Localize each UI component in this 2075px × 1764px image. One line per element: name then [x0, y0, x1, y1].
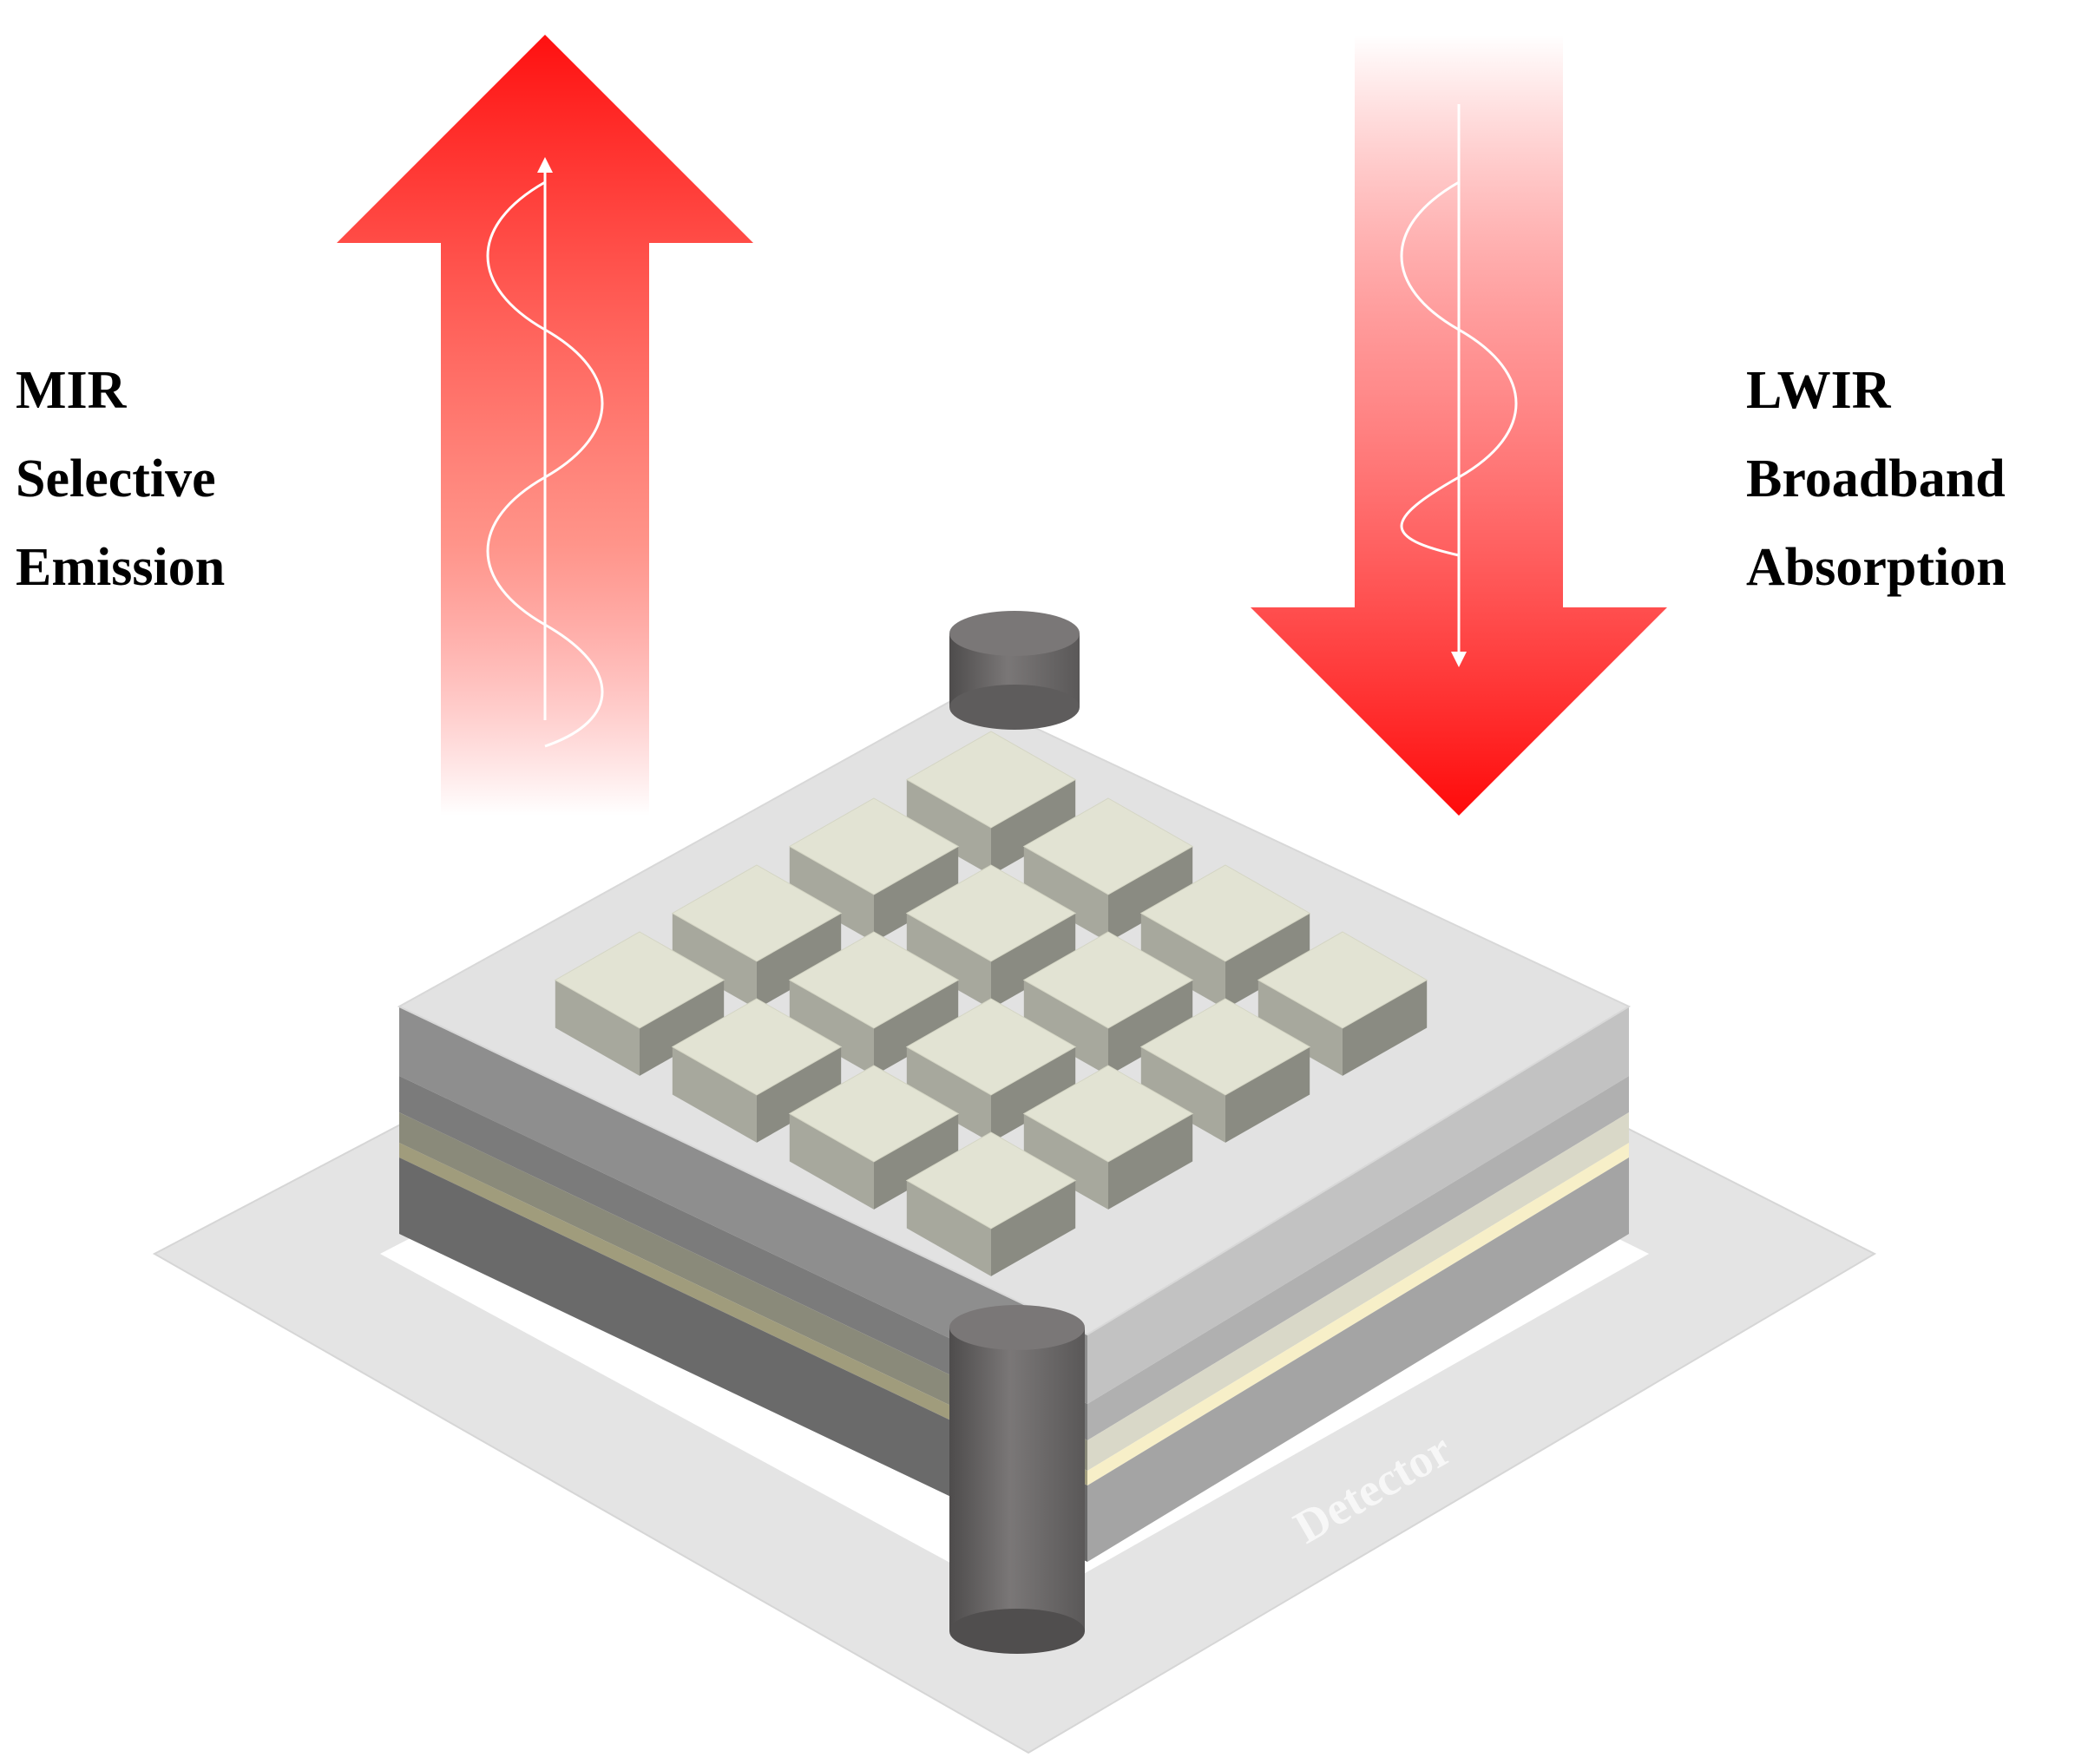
pad-side-left — [906, 1046, 991, 1143]
pad-side-left — [1023, 846, 1108, 942]
pad-side-right — [991, 1046, 1076, 1143]
front-pillar — [949, 1305, 1085, 1654]
pad — [1139, 998, 1311, 1143]
pad-side-left — [1023, 980, 1108, 1076]
pad — [905, 864, 1077, 1009]
pad — [1022, 1065, 1194, 1210]
pad-side-right — [1108, 846, 1193, 942]
left-face-dielectric-layer — [399, 1112, 1087, 1471]
pad — [671, 864, 843, 1009]
pad-top — [1257, 931, 1428, 1029]
right-face-dielectric-layer — [1087, 1112, 1629, 1471]
pad — [905, 1131, 1077, 1276]
pad-top — [905, 998, 1077, 1096]
pad — [788, 1065, 960, 1210]
pad-top — [788, 797, 960, 895]
pad-side-right — [1108, 980, 1193, 1076]
emission-label: MIR Selective Emission — [16, 361, 225, 597]
pad-side-right — [1225, 1046, 1310, 1143]
pad-side-right — [757, 1046, 842, 1143]
absorption-label-line2: Broadband — [1746, 449, 2006, 508]
emission-label-line2: Selective — [16, 449, 216, 508]
left-face-top-layer — [399, 1007, 1087, 1404]
pad-side-right — [757, 913, 842, 1009]
pad-top — [905, 864, 1077, 962]
pad-side-right — [991, 1180, 1076, 1276]
right-face-bottom-layer — [1087, 1157, 1629, 1562]
pad-side-left — [789, 1113, 874, 1210]
mir-emission-arrow — [337, 35, 753, 816]
pad-top — [554, 931, 726, 1029]
pad-top — [1022, 797, 1194, 895]
pad — [1022, 931, 1194, 1076]
pad — [788, 797, 960, 942]
pad-side-left — [672, 1046, 757, 1143]
right-face-top-layer — [1087, 1007, 1629, 1404]
pad — [788, 931, 960, 1076]
pad-side-right — [874, 1113, 959, 1210]
pad — [671, 998, 843, 1143]
absorption-wave-icon — [1400, 180, 1518, 557]
absorption-label-line3: Absorption — [1746, 538, 2006, 597]
emission-label-line3: Emission — [16, 538, 225, 597]
pad-top — [1139, 998, 1311, 1096]
pad-side-left — [672, 913, 757, 1009]
emission-wave-icon — [486, 180, 604, 748]
pad — [905, 731, 1077, 875]
pad-top — [671, 998, 843, 1096]
pad — [554, 931, 726, 1076]
pad — [1022, 797, 1194, 942]
metasurface-pad-array — [554, 731, 1428, 1276]
pad-top — [905, 1131, 1077, 1230]
pad-side-right — [640, 980, 725, 1076]
pad — [1139, 864, 1311, 1009]
pad-side-left — [555, 980, 640, 1076]
left-face-middle-layer — [399, 1076, 1087, 1440]
pad-side-right — [1108, 1113, 1193, 1210]
pad-side-left — [1140, 1046, 1225, 1143]
pad-side-left — [906, 779, 991, 875]
pad-top — [1022, 1065, 1194, 1163]
pad-side-right — [991, 913, 1076, 1009]
pad-top — [1139, 864, 1311, 962]
pad-top — [788, 1065, 960, 1163]
right-face-gold-layer — [1087, 1143, 1629, 1485]
absorption-label: LWIR Broadband Absorption — [1746, 361, 2006, 597]
pad-side-left — [789, 980, 874, 1076]
pad-top — [788, 931, 960, 1029]
pad-side-left — [1023, 1113, 1108, 1210]
pad-side-left — [906, 913, 991, 1009]
pad-side-left — [1257, 980, 1343, 1076]
pad-side-right — [874, 846, 959, 942]
pad-top — [671, 864, 843, 962]
pad-side-right — [991, 779, 1076, 875]
pad-side-right — [1343, 980, 1428, 1076]
left-face-bottom-layer — [399, 1157, 1087, 1562]
pad — [1257, 931, 1428, 1076]
pad-side-left — [1140, 913, 1225, 1009]
right-face-middle-layer — [1087, 1076, 1629, 1440]
pad-top — [1022, 931, 1194, 1029]
left-face-gold-layer — [399, 1143, 1087, 1485]
pad-side-right — [1225, 913, 1310, 1009]
absorption-label-line1: LWIR — [1746, 361, 1892, 420]
pad-side-right — [874, 980, 959, 1076]
pad — [905, 998, 1077, 1143]
pad-side-left — [906, 1180, 991, 1276]
lwir-absorption-arrow — [1251, 35, 1667, 816]
back-pillar — [949, 611, 1080, 730]
pad-top — [905, 731, 1077, 829]
pad-side-left — [789, 846, 874, 942]
emission-label-line1: MIR — [16, 361, 128, 420]
